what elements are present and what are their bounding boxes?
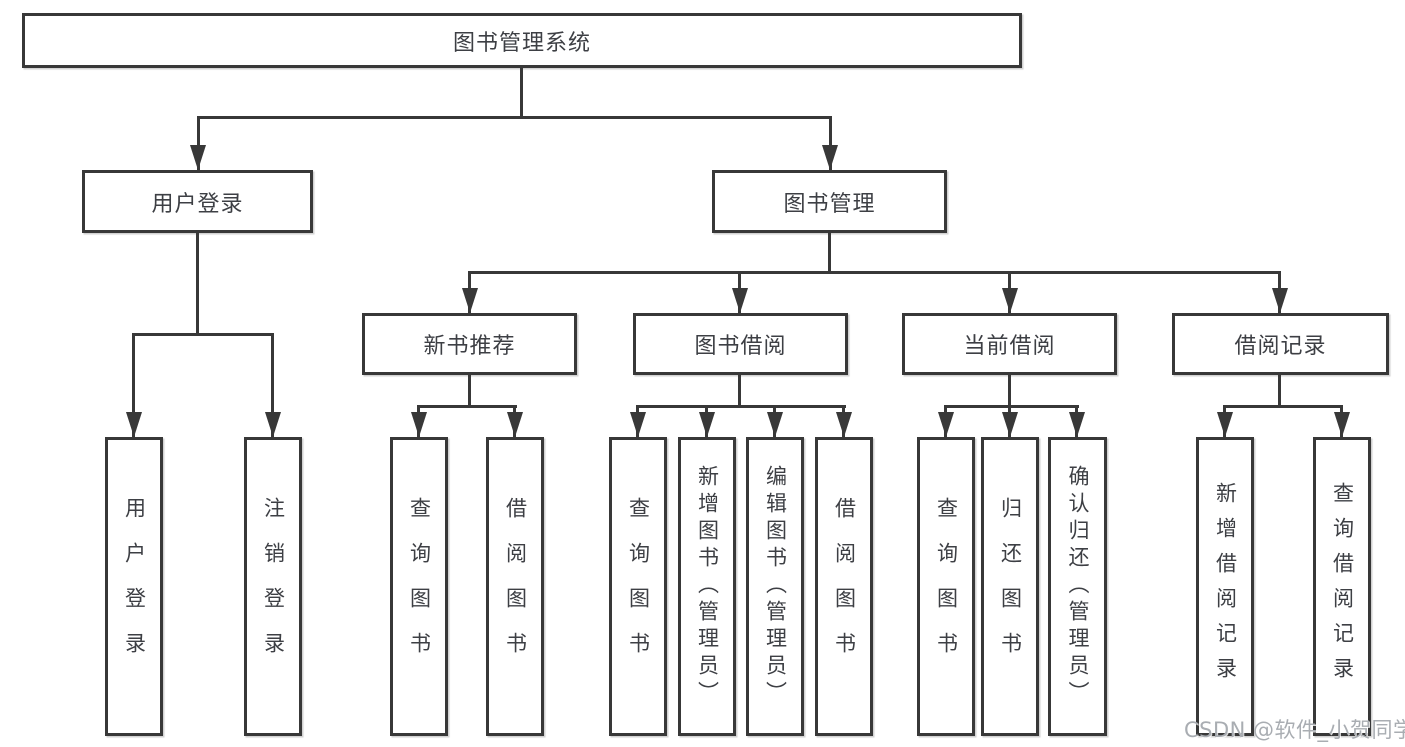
- leaf-label: 编辑图书（管理员）: [763, 465, 788, 708]
- leaf-borrow-books-recommend: 借阅图书: [486, 437, 544, 736]
- node-book-management: 图书管理: [712, 170, 947, 233]
- leaf-label: 借阅图书: [503, 496, 528, 677]
- connector-line: [271, 333, 274, 437]
- node-book-borrowing: 图书借阅: [633, 313, 848, 375]
- arrowhead-icon: [1002, 412, 1018, 437]
- node-label: 图书管理: [783, 191, 876, 217]
- node-borrowing-records: 借阅记录: [1172, 313, 1389, 375]
- arrowhead-icon: [767, 412, 783, 437]
- connector-line: [468, 271, 1281, 274]
- leaf-label: 借阅图书: [832, 496, 857, 677]
- connector-line: [197, 116, 831, 119]
- node-label: 图书管理系统: [452, 30, 591, 56]
- leaf-logout: 注销登录: [244, 437, 302, 736]
- connector-line: [197, 116, 200, 170]
- leaf-label: 确认归还（管理员）: [1066, 465, 1090, 708]
- node-label: 图书借阅: [694, 334, 787, 359]
- node-label: 用户登录: [151, 191, 244, 217]
- arrowhead-icon: [507, 412, 523, 437]
- connector-line: [1223, 405, 1343, 408]
- leaf-label: 用户登录: [122, 496, 147, 677]
- arrowhead-icon: [630, 412, 646, 437]
- arrowhead-icon: [836, 412, 852, 437]
- connector-line: [829, 116, 832, 170]
- leaf-label: 新增图书（管理员）: [695, 465, 720, 708]
- node-label: 借阅记录: [1234, 334, 1327, 359]
- connector-line: [828, 233, 831, 273]
- connector-line: [1008, 375, 1011, 407]
- arrowhead-icon: [822, 145, 838, 170]
- connector-line: [196, 233, 199, 335]
- arrowhead-icon: [1069, 412, 1085, 437]
- csdn-watermark: CSDN @软件_小贺同学: [1184, 718, 1405, 742]
- leaf-label: 注销登录: [261, 496, 286, 677]
- arrowhead-icon: [938, 412, 954, 437]
- leaf-borrow-books: 借阅图书: [815, 437, 873, 736]
- leaf-query-books-borrowing: 查询图书: [609, 437, 667, 736]
- leaf-label: 归还图书: [998, 496, 1023, 677]
- arrowhead-icon: [1272, 288, 1288, 313]
- arrowhead-icon: [411, 412, 427, 437]
- node-label: 新书推荐: [423, 334, 516, 359]
- leaf-label: 查询图书: [626, 496, 651, 677]
- connector-line: [738, 375, 741, 407]
- leaf-label: 查询图书: [407, 496, 432, 677]
- arrowhead-icon: [126, 412, 142, 437]
- node-new-book-recommendation: 新书推荐: [362, 313, 577, 375]
- connector-line: [520, 68, 523, 118]
- leaf-edit-books-admin: 编辑图书（管理员）: [746, 437, 804, 736]
- leaf-label: 查询图书: [934, 496, 959, 677]
- leaf-user-login: 用户登录: [105, 437, 163, 736]
- leaf-add-borrow-record: 新增借阅记录: [1196, 437, 1254, 736]
- arrowhead-icon: [1002, 288, 1018, 313]
- leaf-query-books-current: 查询图书: [917, 437, 975, 736]
- leaf-add-books-admin: 新增图书（管理员）: [678, 437, 736, 736]
- leaf-confirm-return-admin: 确认归还（管理员）: [1048, 437, 1107, 736]
- connector-line: [636, 405, 846, 408]
- node-user-login: 用户登录: [82, 170, 313, 233]
- node-current-borrowing: 当前借阅: [902, 313, 1117, 375]
- node-library-management-system: 图书管理系统: [22, 13, 1022, 68]
- connector-line: [417, 405, 517, 408]
- arrowhead-icon: [265, 412, 281, 437]
- leaf-label: 新增借阅记录: [1213, 481, 1238, 692]
- connector-line: [944, 405, 1079, 408]
- leaf-return-books: 归还图书: [981, 437, 1039, 736]
- arrowhead-icon: [1334, 412, 1350, 437]
- leaf-query-books-recommend: 查询图书: [390, 437, 448, 736]
- arrowhead-icon: [190, 145, 206, 170]
- arrowhead-icon: [1217, 412, 1233, 437]
- leaf-label: 查询借阅记录: [1330, 481, 1355, 692]
- connector-line: [132, 333, 274, 336]
- connector-line: [1278, 375, 1281, 407]
- node-label: 当前借阅: [963, 334, 1056, 359]
- leaf-query-borrow-record: 查询借阅记录: [1313, 437, 1371, 736]
- arrowhead-icon: [699, 412, 715, 437]
- arrowhead-icon: [462, 288, 478, 313]
- connector-line: [132, 333, 135, 437]
- arrowhead-icon: [732, 288, 748, 313]
- connector-line: [468, 375, 471, 407]
